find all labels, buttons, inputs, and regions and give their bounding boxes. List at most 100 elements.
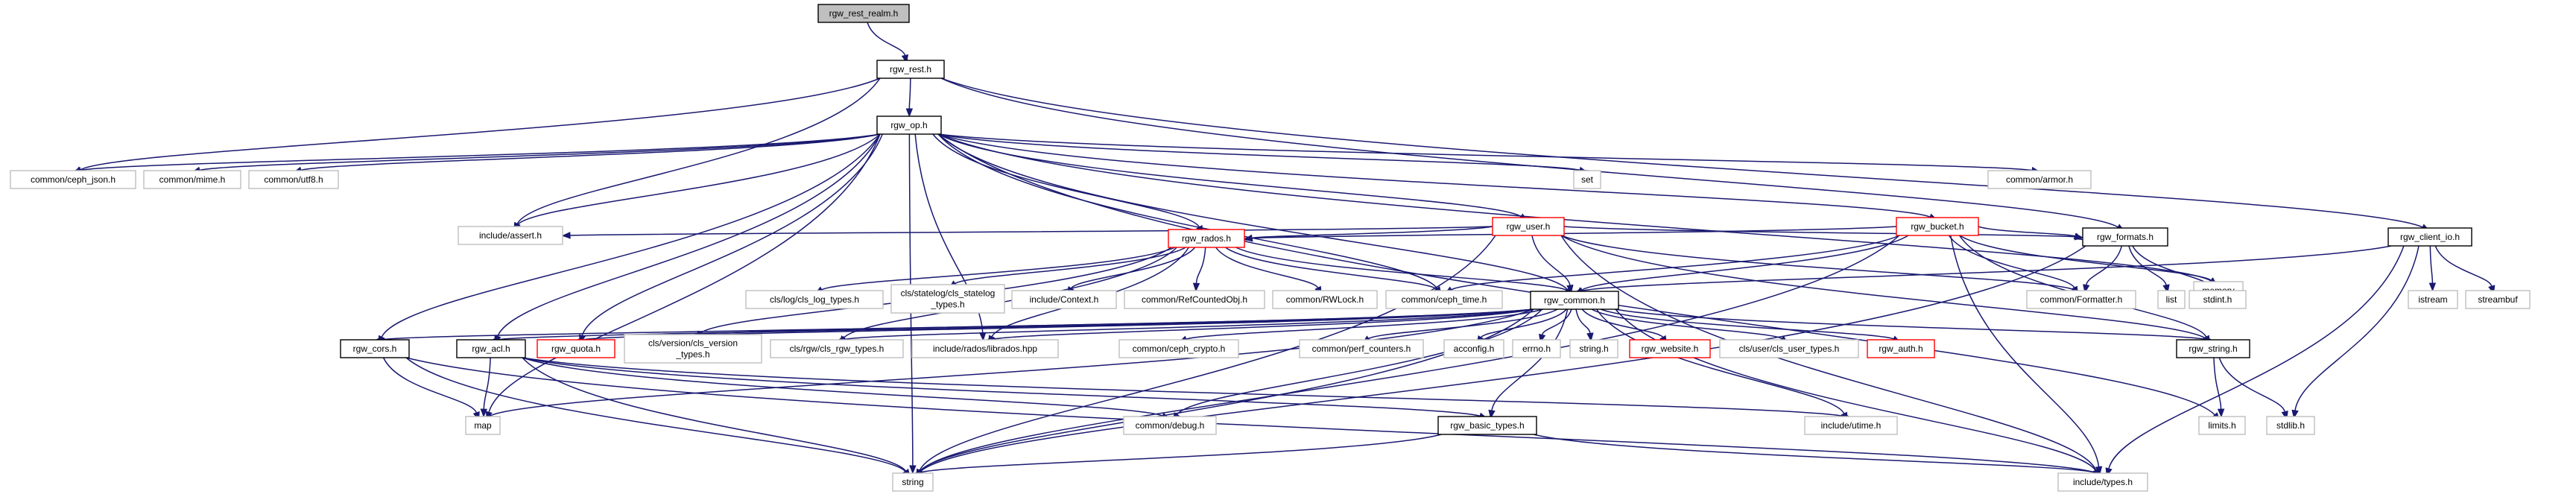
edge-line bbox=[1591, 308, 1782, 340]
edge-rgw-client-io-h-to-istream bbox=[2428, 245, 2437, 292]
edge-line bbox=[497, 133, 881, 337]
edge-line bbox=[1978, 226, 2076, 237]
node-box bbox=[2157, 290, 2186, 309]
node-box bbox=[1168, 229, 1245, 248]
node-label: streambuf bbox=[2478, 294, 2518, 305]
node-box bbox=[340, 339, 410, 358]
node-rgw-string-h[interactable]: rgw_string.h bbox=[2176, 339, 2250, 358]
node-rgw-formats-h[interactable]: rgw_formats.h bbox=[2082, 227, 2168, 247]
node-box bbox=[1569, 339, 1618, 358]
edge-line bbox=[1215, 247, 1319, 288]
node-label: common/Formatter.h bbox=[2040, 294, 2123, 305]
edge-line bbox=[488, 133, 881, 413]
node-rgw-client-io-h[interactable]: rgw_client_io.h bbox=[2387, 227, 2472, 247]
node-rgw-bucket-h[interactable]: rgw_bucket.h bbox=[1896, 217, 1979, 236]
edge-line bbox=[1581, 235, 1909, 291]
node-rgw-op-h[interactable]: rgw_op.h bbox=[876, 115, 942, 135]
node-box bbox=[248, 170, 339, 189]
node-label: rgw_website.h bbox=[1642, 344, 1699, 354]
edge-line bbox=[937, 133, 1438, 289]
edge-arrowhead bbox=[2291, 409, 2299, 420]
edge-line bbox=[1225, 247, 1437, 290]
node-box bbox=[2189, 290, 2247, 309]
edges-layer bbox=[72, 22, 2496, 478]
edge-line bbox=[405, 357, 906, 472]
node-box bbox=[2082, 227, 2168, 247]
node-rgw-common-h[interactable]: rgw_common.h bbox=[1530, 291, 1619, 310]
node-label: string bbox=[902, 477, 923, 487]
node-rgw-website-h[interactable]: rgw_website.h bbox=[1629, 339, 1711, 358]
edge-line bbox=[844, 308, 1534, 341]
edge-line bbox=[1251, 226, 1493, 239]
node-box bbox=[2176, 339, 2250, 358]
edge-rgw-common-h-to-rgw-string-h bbox=[1615, 308, 2215, 343]
node-rgw-auth-h[interactable]: rgw_auth.h bbox=[1867, 339, 1935, 358]
node-istream: istream bbox=[2408, 290, 2458, 309]
node-label: stdlib.h bbox=[2276, 420, 2305, 431]
node-label: common/mime.h bbox=[159, 174, 226, 185]
edge-line bbox=[1451, 235, 1900, 291]
node-string: string bbox=[892, 472, 934, 492]
node-rgw-acl-h[interactable]: rgw_acl.h bbox=[456, 339, 526, 358]
node-box bbox=[876, 115, 942, 135]
node-label: common/RefCountedObj.h bbox=[1142, 294, 1247, 305]
node-label: rgw_auth.h bbox=[1879, 344, 1922, 354]
edge-rgw-user-h-to-include-assert-h bbox=[561, 226, 1493, 239]
edge-rgw-formats-h-to-common-Formatter-h bbox=[2083, 245, 2123, 294]
node-cls-rgw-cls-rgw-types-h: cls/rgw/cls_rgw_types.h bbox=[770, 339, 904, 358]
node-label: common/debug.h bbox=[1136, 420, 1205, 431]
node-rgw-basic-types-h[interactable]: rgw_basic_types.h bbox=[1437, 416, 1537, 435]
edge-rgw-op-h-to-common-armor-h bbox=[937, 133, 2041, 174]
edge-arrowhead bbox=[1192, 282, 1200, 292]
nodes-layer: rgw_rest_realm.h rgw_rest.h rgw_op.h rgw_cl… bbox=[10, 4, 2531, 492]
node-cls-user-cls-user-types-h: cls/user/cls_user_types.h bbox=[1719, 339, 1859, 358]
node-rgw-rest-h[interactable]: rgw_rest.h bbox=[876, 60, 945, 79]
edge-line bbox=[1533, 434, 2096, 474]
edge-rgw-rados-h-to-rgw-common-h bbox=[1235, 247, 1575, 295]
edge-line bbox=[955, 247, 1186, 285]
edge-line bbox=[1541, 308, 1572, 335]
edge-line bbox=[821, 247, 1176, 291]
edge-line bbox=[1531, 235, 1571, 286]
node-box bbox=[537, 339, 615, 358]
node-box bbox=[770, 339, 904, 358]
edge-line bbox=[700, 308, 1534, 335]
node-box bbox=[1118, 339, 1239, 358]
node-rgw-rest-realm-h[interactable]: rgw_rest_realm.h bbox=[817, 4, 910, 23]
node-rgw-rados-h[interactable]: rgw_rados.h bbox=[1168, 229, 1245, 248]
node-set: set bbox=[1573, 170, 1601, 189]
edge-line bbox=[1600, 308, 1894, 340]
node-box bbox=[911, 339, 1059, 358]
node-label: rgw_acl.h bbox=[472, 344, 510, 354]
node-rgw-user-h[interactable]: rgw_user.h bbox=[1492, 217, 1565, 236]
node-label: common/RWLock.h bbox=[1286, 294, 1364, 305]
node-common-Formatter-h: common/Formatter.h bbox=[2026, 290, 2136, 309]
node-label: string.h bbox=[1579, 344, 1608, 354]
node-label: list bbox=[2166, 294, 2177, 305]
node-box bbox=[1896, 217, 1979, 236]
node-label: rgw_client_io.h bbox=[2400, 232, 2460, 242]
node-box bbox=[1987, 170, 2092, 189]
edge-line bbox=[1596, 308, 1845, 414]
edge-arrowhead bbox=[561, 232, 571, 239]
edge-line bbox=[1560, 235, 2206, 340]
edge-line bbox=[919, 235, 1496, 471]
node-box bbox=[10, 170, 136, 189]
edge-line bbox=[2128, 245, 2167, 286]
node-box bbox=[1124, 290, 1265, 309]
node-box bbox=[465, 416, 501, 435]
edge-line bbox=[908, 77, 911, 110]
edge-line bbox=[2085, 245, 2123, 285]
edge-rgw-client-io-h-to-include-types-h bbox=[2105, 245, 2405, 477]
node-box bbox=[1123, 416, 1217, 435]
node-rgw-quota-h[interactable]: rgw_quota.h bbox=[537, 339, 615, 358]
edge-rgw-bucket-h-to-rgw-common-h bbox=[1575, 235, 1909, 296]
node-box bbox=[458, 226, 563, 245]
node-box bbox=[892, 472, 934, 492]
node-rgw-cors-h[interactable]: rgw_cors.h bbox=[340, 339, 410, 358]
node-box bbox=[1492, 217, 1565, 236]
edge-line bbox=[940, 77, 2423, 228]
node-list: list bbox=[2157, 290, 2186, 309]
node-label: istream bbox=[2418, 294, 2447, 305]
edge-line bbox=[1195, 247, 1206, 284]
